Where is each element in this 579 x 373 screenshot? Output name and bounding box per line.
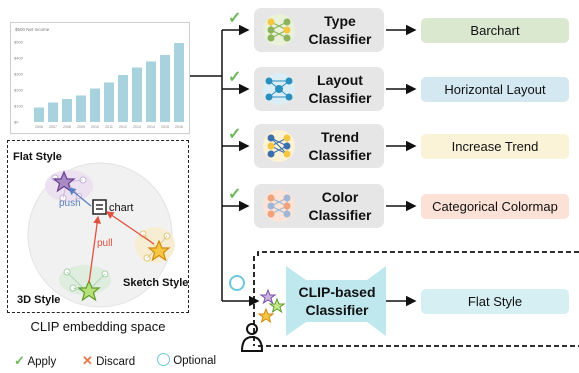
user-icon (240, 323, 264, 352)
output-categorical-colormap: Categorical Colormap (421, 194, 569, 219)
bar-2011 (103, 82, 115, 122)
optional-circle-icon (157, 353, 170, 366)
green-star-icon (268, 297, 286, 314)
layout-classifier: Layout Classifier (254, 67, 384, 111)
network-icon-blue (263, 73, 295, 105)
legend-apply: ✓ Apply (14, 353, 57, 368)
output-flat-style: Flat Style (421, 289, 569, 314)
bar-2014 (145, 61, 157, 122)
clip-bowtie-shape (286, 266, 386, 336)
type-classifier: Type Classifier (254, 8, 384, 52)
y-tick-label: $500 (14, 40, 24, 45)
trend-classifier: Trend Classifier (254, 124, 384, 168)
push-label: push (59, 198, 81, 209)
x-tick-label: 2014 (147, 125, 155, 129)
bar-2016 (173, 43, 185, 122)
check-icon: ✓ (228, 186, 242, 203)
check-icon: ✓ (228, 10, 242, 27)
x-tick-label: 2007 (49, 125, 57, 129)
legend-optional: Optional (157, 352, 216, 370)
network-icon-green-yellow (263, 14, 295, 46)
bar-2010 (89, 88, 101, 122)
bar-2013 (131, 67, 143, 122)
y-tick-label: $100 (14, 104, 24, 109)
check-icon: ✓ (228, 126, 242, 143)
check-icon: ✓ (14, 353, 25, 368)
x-tick-label: 2008 (63, 125, 71, 129)
bar-2007 (47, 102, 59, 122)
pull-label: pull (97, 238, 113, 249)
cross-icon: ✕ (82, 353, 93, 368)
bar-2009 (75, 95, 87, 122)
bar-2006 (33, 107, 45, 122)
optional-circle-icon (229, 275, 245, 291)
x-tick-label: 2009 (77, 125, 85, 129)
x-tick-label: 2010 (91, 125, 99, 129)
bar-2015 (159, 55, 171, 122)
optional-region-border (253, 251, 579, 347)
pull-arrow-3d (88, 215, 101, 284)
y-tick-label: $0 (14, 120, 19, 125)
legend-discard: ✕ Discard (82, 353, 136, 368)
3d-style-star-icon (77, 279, 101, 302)
x-tick-label: 2006 (35, 125, 43, 129)
x-tick-label: 2011 (105, 125, 113, 129)
x-tick-label: 2015 (161, 125, 169, 129)
embedding-space-diagram: Flat Style chart push pull Sketch Style … (13, 151, 188, 308)
classifier-label: Type Classifier (308, 13, 372, 47)
bar-2012 (117, 74, 129, 122)
clip-classifier-label: CLIP-based Classifier (298, 284, 376, 318)
flat-style-star-icon (52, 170, 76, 193)
embedding-space-panel (7, 140, 189, 313)
color-classifier: Color Classifier (254, 184, 384, 228)
classifier-label: Trend Classifier (308, 129, 372, 163)
sketch-style-star-icon (147, 239, 171, 262)
x-tick-label: 2016 (175, 125, 183, 129)
chart-document-icon (92, 199, 107, 215)
output-horizontal-layout: Horizontal Layout (421, 77, 569, 102)
embedding-caption: CLIP embedding space (30, 319, 166, 334)
classifier-label: Color Classifier (308, 189, 372, 223)
output-increase-trend: Increase Trend (421, 134, 569, 159)
yellow-star-icon (257, 307, 275, 324)
classifier-label: Layout Classifier (308, 72, 372, 106)
bar-2008 (61, 99, 73, 122)
pull-arrow-sketch (105, 211, 155, 245)
3d-style-label: 3D Style (17, 294, 60, 306)
check-icon: ✓ (228, 69, 242, 86)
output-barchart: Barchart (421, 18, 569, 43)
sketch-style-label: Sketch Style (123, 277, 188, 289)
network-icon-orange (263, 190, 295, 222)
network-icon-yellow-blue (263, 130, 295, 162)
x-tick-label: 2012 (119, 125, 127, 129)
chart-label: chart (109, 202, 133, 214)
y-tick-label: $200 (14, 88, 24, 93)
y-tick-label: $400 (14, 56, 24, 61)
x-tick-label: 2013 (133, 125, 141, 129)
chart-title: $500 Net Income (15, 27, 50, 32)
bar-chart-thumbnail: $500 Net Income $500 $400 $300 $200 $100 $0 2… (10, 22, 190, 134)
purple-star-icon (259, 288, 277, 305)
y-tick-label: $300 (14, 72, 24, 77)
flat-style-label: Flat Style (13, 151, 62, 163)
push-arrow (67, 187, 92, 207)
